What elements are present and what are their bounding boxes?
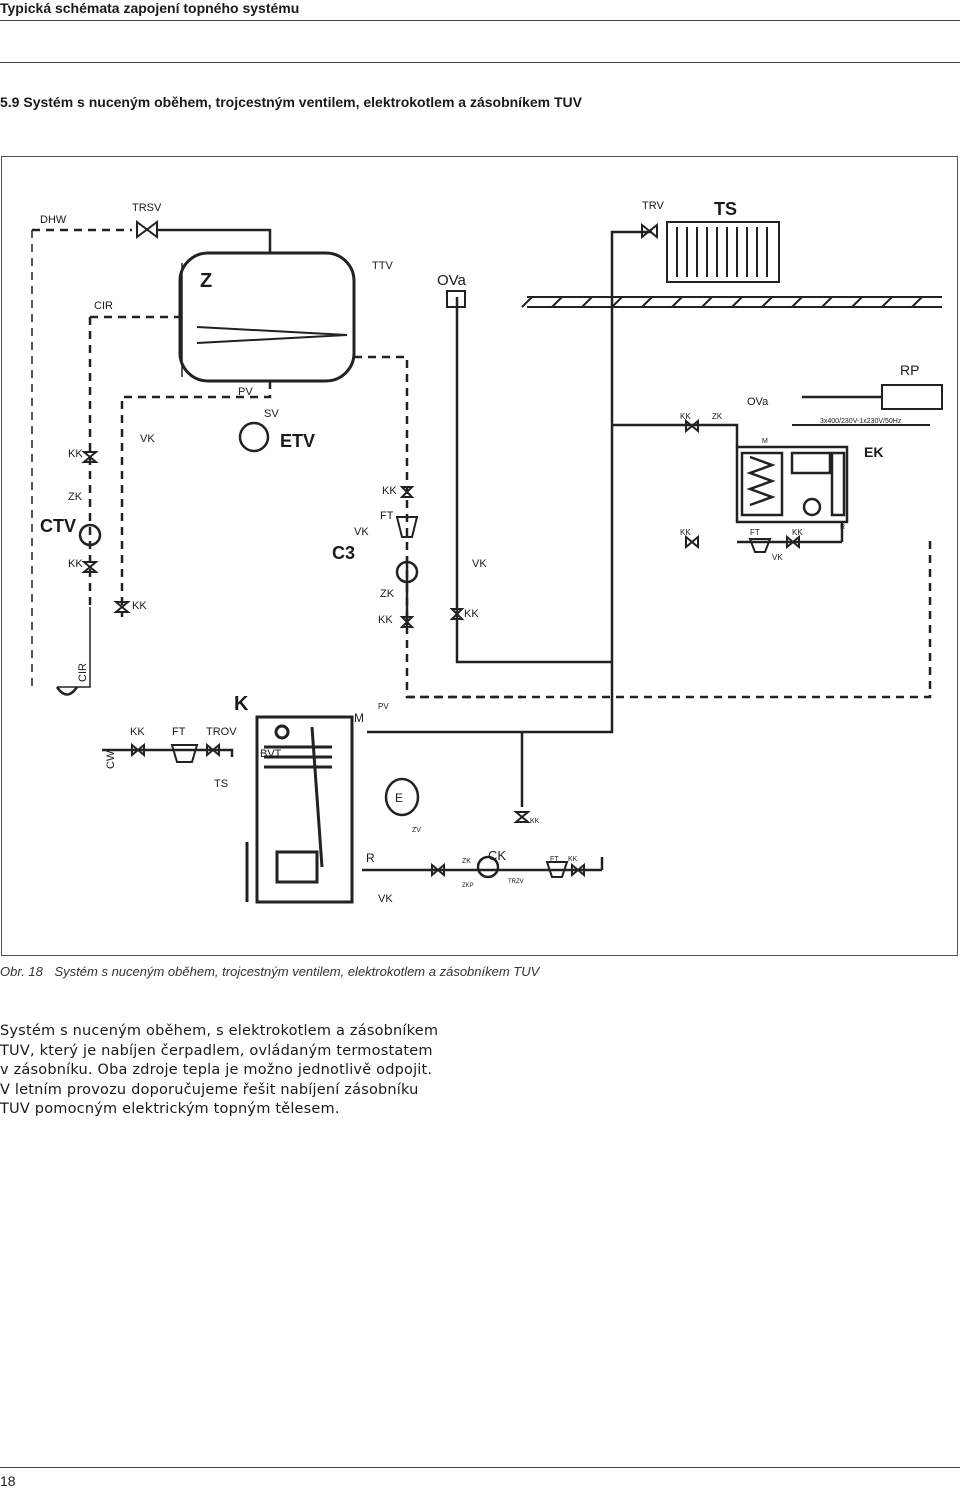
label-kk-bot: KK (568, 856, 578, 863)
label-bvt: BVT (260, 748, 282, 760)
ctv-pump-icon (78, 523, 102, 547)
label-cir-side: CIR (77, 663, 89, 682)
body-line: v zásobníku. Oba zdroje tepla je možno j… (0, 1062, 433, 1078)
trv-valve-icon (641, 222, 658, 240)
label-ek: EK (864, 444, 883, 460)
label-zk-mid: ZK (380, 588, 395, 600)
etv-expansion-tank-icon (238, 421, 270, 453)
label-c3: C3 (332, 543, 355, 563)
label-ft-cw: FT (172, 726, 186, 738)
label-vk-left: VK (140, 433, 155, 445)
radiator-icon (666, 221, 780, 283)
label-rp: RP (900, 362, 919, 378)
label-trov: TROV (206, 726, 237, 738)
label-ttv: TTV (372, 260, 393, 272)
label-cir-top: CIR (94, 300, 113, 312)
label-zk-ek: ZK (712, 412, 723, 421)
label-ft-ret: FT (750, 528, 760, 537)
label-trzv: TRZV (508, 879, 524, 885)
label-ts-bottom: TS (214, 778, 228, 790)
section-rule (0, 62, 960, 63)
label-kk1: KK (68, 448, 83, 460)
label-m-ek: M (762, 438, 768, 445)
label-pv-top: PV (238, 386, 253, 398)
label-kk-mid2: KK (378, 614, 393, 626)
label-ck: CK (488, 848, 506, 863)
label-r-ek: R (840, 524, 845, 531)
c3-pump-icon (395, 560, 419, 584)
label-zv: ZV (412, 827, 421, 834)
label-dhw: DHW (40, 214, 67, 226)
label-kk-ret2: KK (792, 528, 803, 537)
label-ova-ek: OVa (747, 396, 769, 408)
label-kk-mid: KK (382, 485, 397, 497)
caption-text: Systém s nuceným oběhem, trojcestným ven… (54, 964, 540, 979)
label-m-k: M (354, 711, 364, 725)
label-ts-top: TS (714, 199, 737, 219)
expansion-tank-icon (384, 777, 420, 817)
label-k: K (234, 693, 249, 715)
body-line: Systém s nuceným oběhem, s elektrokotlem… (0, 1023, 439, 1039)
label-pv-k: PV (378, 702, 389, 711)
label-cw: CW (105, 750, 117, 769)
ck-pump-icon (476, 855, 500, 879)
figure-caption: Obr. 18 Systém s nuceným oběhem, trojces… (0, 964, 539, 979)
label-kk-e: KK (530, 818, 540, 825)
label-ova-top: OVa (437, 272, 467, 289)
trsv-valve-icon (136, 220, 158, 239)
label-r-k: R (366, 851, 375, 865)
body-line: TUV, který je nabíjen čerpadlem, ovládan… (0, 1042, 433, 1059)
label-kk3: KK (132, 600, 147, 612)
label-kk-ek: KK (680, 412, 691, 421)
heating-schematic-figure: DHW TRSV Z TTV OVa TRV TS CIR PV SV ETV … (1, 156, 958, 956)
caption-number: Obr. 18 (0, 964, 43, 979)
label-vk-mid: VK (354, 526, 369, 538)
label-trsv: TRSV (132, 202, 162, 214)
label-kk-right: KK (464, 608, 479, 620)
label-vk-right: VK (472, 558, 487, 570)
label-power: 3x400/230V-1x230V/50Hz (820, 418, 902, 425)
label-ctv: CTV (40, 516, 76, 536)
body-line: V letním provozu doporučujeme řešit nabí… (0, 1081, 419, 1098)
label-trv: TRV (642, 200, 664, 212)
header-rule (0, 20, 960, 21)
label-etv: ETV (280, 431, 315, 451)
label-kk-ret1: KK (680, 528, 691, 537)
label-z: Z (200, 270, 212, 292)
label-zk1: ZK (68, 491, 83, 503)
label-sv: SV (264, 408, 279, 420)
label-ft-mid: FT (380, 510, 394, 522)
label-vk-bottom: VK (378, 893, 393, 905)
section-title: 5.9 Systém s nuceným oběhem, trojcestným… (0, 94, 582, 110)
electric-boiler-icon (735, 445, 849, 524)
page-number: 18 (0, 1473, 16, 1489)
label-e: E (395, 791, 403, 805)
label-vk-ret: VK (772, 553, 783, 562)
label-zkp: ZKP (462, 883, 474, 889)
label-zk-bot: ZK (462, 858, 471, 865)
label-kk2: KK (68, 558, 83, 570)
heating-schematic-diagram: DHW TRSV Z TTV OVa TRV TS CIR PV SV ETV … (31, 199, 943, 905)
solid-fuel-boiler-icon (245, 715, 354, 904)
running-header: Typická schémata zapojení topného systém… (0, 0, 300, 16)
label-kk-cw: KK (130, 726, 145, 738)
body-paragraph: Systém s nuceným oběhem, s elektrokotlem… (0, 1022, 470, 1120)
label-ft-bot: FT (550, 856, 559, 863)
body-line: TUV pomocným elektrickým topným tělesem. (0, 1101, 340, 1117)
footer-rule (0, 1467, 960, 1468)
